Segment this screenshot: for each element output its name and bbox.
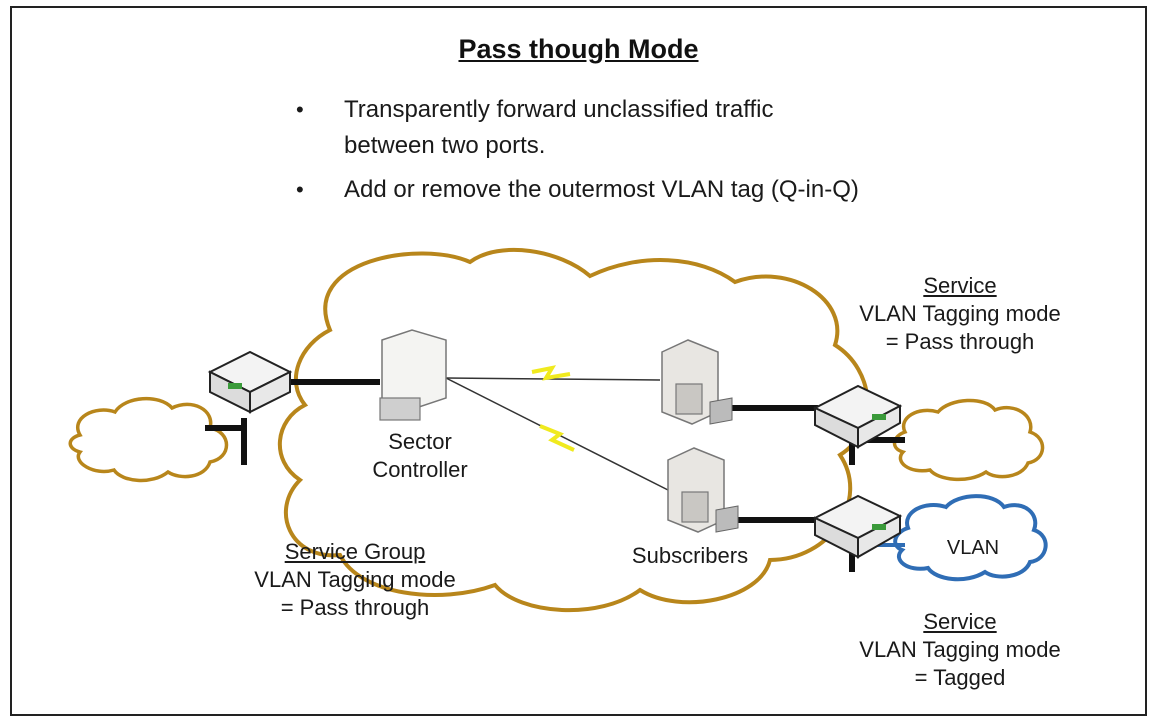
sector-controller-line2: Controller xyxy=(372,457,468,482)
service-top-heading: Service xyxy=(923,273,997,298)
bullet-list: • Transparently forward unclassified tra… xyxy=(296,92,864,216)
right-cloud xyxy=(892,398,1045,482)
service-bottom-heading: Service xyxy=(923,609,997,634)
bullet-dot: • xyxy=(296,177,304,202)
service-bottom-line1: VLAN Tagging mode xyxy=(859,637,1061,662)
bullet-text: Transparently forward unclassified traff… xyxy=(344,96,774,159)
left-switch xyxy=(207,350,293,414)
vlan-text: VLAN xyxy=(946,537,1000,559)
subscriber-device-top xyxy=(661,339,733,425)
bullet-dot: • xyxy=(296,97,304,122)
vlan-label: VLAN xyxy=(928,534,1018,562)
sector-controller-line1: Sector xyxy=(388,429,452,454)
subscriber-device-bottom xyxy=(667,447,739,533)
service-top-line1: VLAN Tagging mode xyxy=(859,301,1061,326)
main-cloud xyxy=(277,248,870,613)
left-cloud xyxy=(68,396,229,483)
bullet-item: • Transparently forward unclassified tra… xyxy=(296,92,864,164)
bullet-text: Add or remove the outermost VLAN tag (Q-… xyxy=(344,176,859,203)
service-group-line2: = Pass through xyxy=(280,595,430,620)
lightning-bolt-bottom xyxy=(539,424,575,452)
subscribers-label: Subscribers xyxy=(610,542,770,570)
bullet-item: • Add or remove the outermost VLAN tag (… xyxy=(296,172,864,208)
service-group-heading: Service Group xyxy=(284,539,426,564)
service-bottom-label: Service VLAN Tagging mode = Tagged xyxy=(840,608,1080,692)
vlan-cloud xyxy=(893,494,1048,582)
service-group-label: Service Group VLAN Tagging mode = Pass t… xyxy=(240,538,470,622)
diagram-frame xyxy=(10,6,1147,716)
diagram-title: Pass though Mode xyxy=(458,34,699,64)
right-switch-top xyxy=(812,384,903,449)
sector-controller-device xyxy=(379,329,447,421)
sector-controller-label: Sector Controller xyxy=(360,428,480,484)
service-top-label: Service VLAN Tagging mode = Pass through xyxy=(840,272,1080,356)
right-switch-bottom xyxy=(812,494,903,559)
lightning-bolt-top xyxy=(531,365,571,381)
subscribers-text: Subscribers xyxy=(631,543,749,568)
service-top-line2: = Pass through xyxy=(885,329,1035,354)
service-group-line1: VLAN Tagging mode xyxy=(254,567,456,592)
service-bottom-line2: = Tagged xyxy=(914,665,1006,690)
